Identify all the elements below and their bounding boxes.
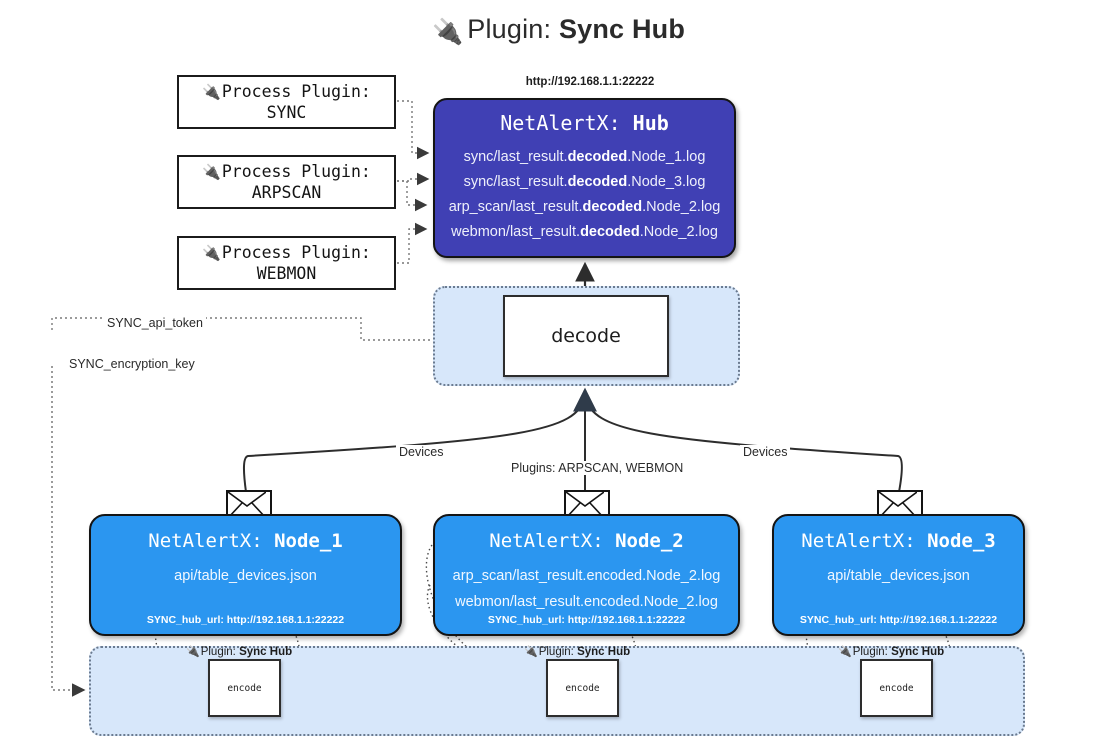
node-2-line: webmon/last_result.encoded.Node_2.log	[455, 593, 718, 610]
edge-label-sync-encryption-key: SYNC_encryption_key	[66, 357, 198, 371]
node-3-footer: SYNC_hub_url: http://192.168.1.1:22222	[799, 614, 998, 626]
encoder-1-plugin-label: 🔌Plugin: Sync Hub	[186, 646, 293, 658]
edge-label-devices-right: Devices	[740, 445, 791, 459]
process-plugin-webmon[interactable]: 🔌Process Plugin: WEBMON	[177, 236, 396, 290]
hub-node[interactable]: NetAlertX: Hub sync/last_result.decoded.…	[433, 98, 736, 258]
process-plugin-arpscan[interactable]: 🔌Process Plugin: ARPSCAN	[177, 155, 396, 209]
title-name: Sync Hub	[558, 14, 686, 44]
process-plugin-webmon-line2: WEBMON	[256, 264, 317, 284]
process-plugin-arpscan-line2: ARPSCAN	[251, 183, 322, 203]
page-title: 🔌Plugin: Sync Hub	[0, 14, 1117, 46]
edge-label-sync-api-token: SYNC_api_token	[104, 316, 206, 330]
node-1-title: NetAlertX: Node_1	[148, 530, 343, 552]
hub-log-item: arp_scan/last_result.decoded.Node_2.log	[448, 198, 721, 215]
node-3-lines: api/table_devices.json	[774, 564, 1023, 590]
hub-log-item: webmon/last_result.decoded.Node_2.log	[451, 223, 718, 240]
node-box-node-2[interactable]: NetAlertX: Node_2 arp_scan/last_result.e…	[433, 514, 740, 636]
node-2-lines: arp_scan/last_result.encoded.Node_2.log …	[435, 564, 738, 616]
electric-plug-icon: 🔌	[202, 243, 221, 262]
node-1-lines: api/table_devices.json	[91, 564, 400, 590]
process-plugin-sync-line1: 🔌Process Plugin:	[202, 81, 371, 101]
node-2-footer: SYNC_hub_url: http://192.168.1.1:22222	[487, 614, 686, 626]
node-1-line: api/table_devices.json	[174, 568, 317, 584]
electric-plug-icon: 🔌	[838, 646, 852, 658]
hub-log-item: sync/last_result.decoded.Node_1.log	[463, 149, 706, 165]
node-box-node-1[interactable]: NetAlertX: Node_1 api/table_devices.json…	[89, 514, 402, 636]
node-box-node-3[interactable]: NetAlertX: Node_3 api/table_devices.json…	[772, 514, 1025, 636]
process-plugin-sync-line2: SYNC	[266, 103, 307, 123]
electric-plug-icon: 🔌	[431, 18, 464, 46]
encode-box-1[interactable]: encode	[208, 659, 281, 717]
process-plugin-webmon-line1: 🔌Process Plugin:	[202, 242, 371, 262]
encoder-2-plugin-label: 🔌Plugin: Sync Hub	[524, 646, 631, 658]
electric-plug-icon: 🔌	[186, 646, 200, 658]
hub-log-item: sync/last_result.decoded.Node_3.log	[463, 173, 706, 190]
node-3-title: NetAlertX: Node_3	[801, 530, 996, 552]
process-plugin-sync[interactable]: 🔌Process Plugin: SYNC	[177, 75, 396, 129]
encode-box-3[interactable]: encode	[860, 659, 933, 717]
hub-title: NetAlertX: Hub	[500, 111, 669, 135]
hub-log-list: sync/last_result.decoded.Node_1.log sync…	[435, 145, 734, 245]
edge-label-devices-left: Devices	[396, 445, 447, 459]
node-1-footer: SYNC_hub_url: http://192.168.1.1:22222	[146, 614, 345, 626]
hub-url-label: http://192.168.1.1:22222	[525, 76, 655, 88]
encode-box-2[interactable]: encode	[546, 659, 619, 717]
process-plugin-arpscan-line1: 🔌Process Plugin:	[202, 161, 371, 181]
node-3-line: api/table_devices.json	[827, 568, 970, 584]
encoder-3-plugin-label: 🔌Plugin: Sync Hub	[838, 646, 945, 658]
edge-label-plugins-center: Plugins: ARPSCAN, WEBMON	[508, 461, 687, 475]
electric-plug-icon: 🔌	[202, 162, 221, 181]
node-2-title: NetAlertX: Node_2	[489, 530, 684, 552]
node-2-line: arp_scan/last_result.encoded.Node_2.log	[452, 568, 721, 584]
electric-plug-icon: 🔌	[524, 646, 538, 658]
title-prefix: Plugin:	[467, 14, 552, 44]
decode-box[interactable]: decode	[503, 295, 669, 377]
electric-plug-icon: 🔌	[202, 82, 221, 101]
